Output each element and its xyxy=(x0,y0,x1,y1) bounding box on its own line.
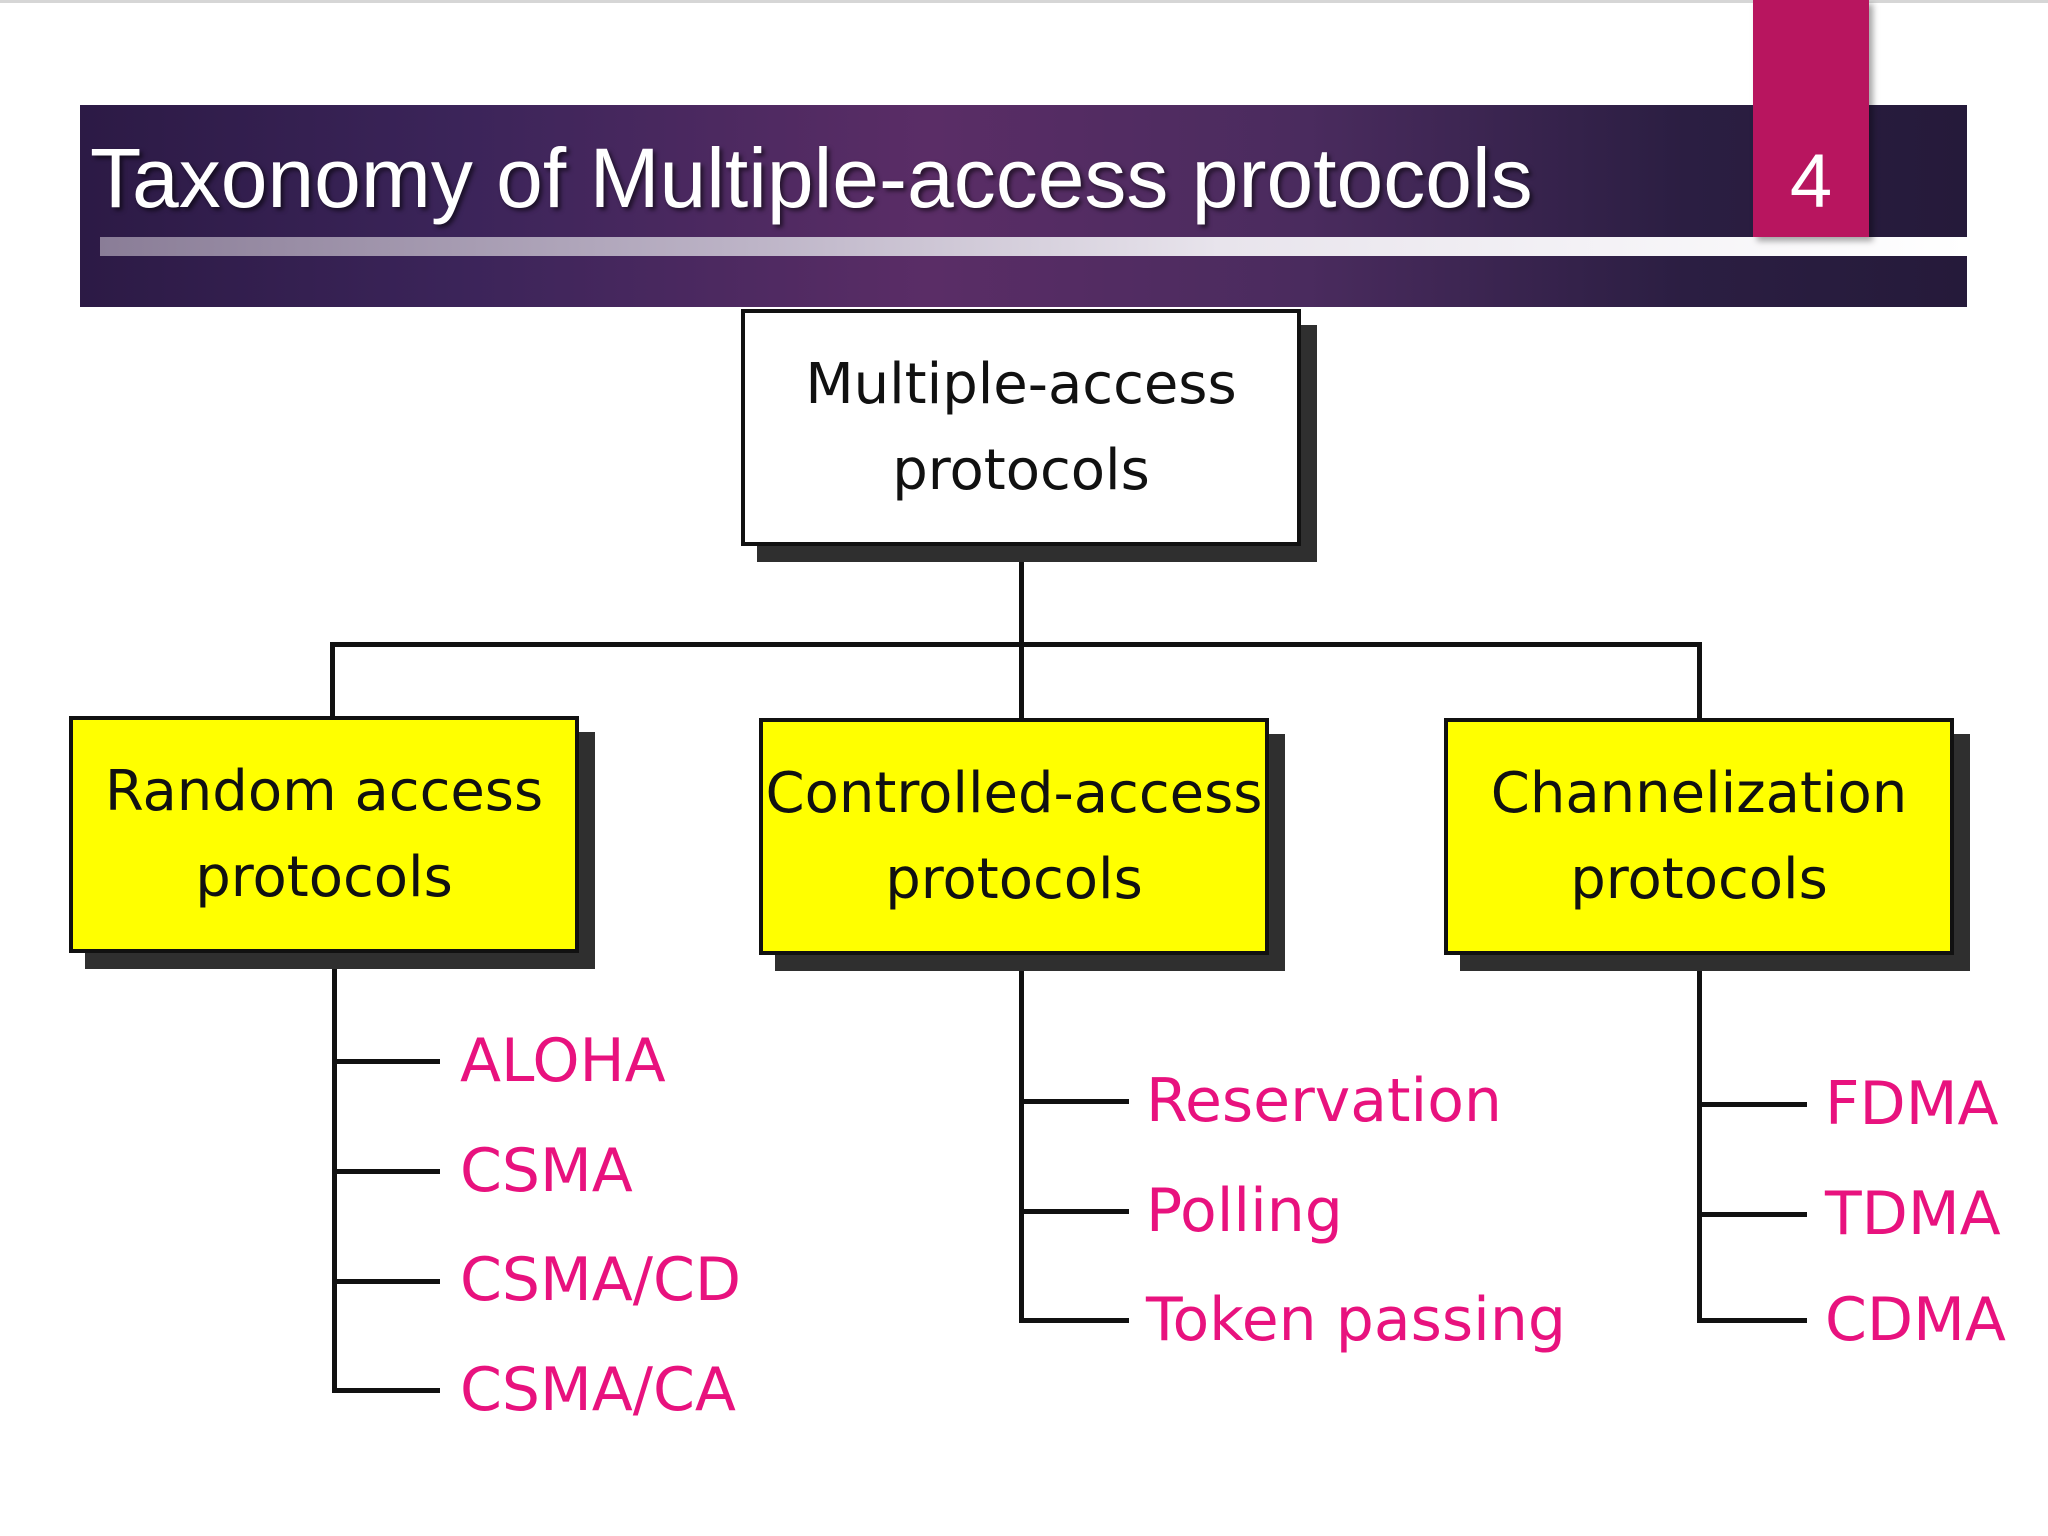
channel-branch-3 xyxy=(1697,1318,1807,1323)
leaf-fdma: FDMA xyxy=(1825,1069,1999,1139)
random-drop-line xyxy=(330,642,335,716)
leaf-aloha: ALOHA xyxy=(460,1026,666,1096)
channel-branch-2 xyxy=(1697,1212,1807,1217)
leaf-tdma: TDMA xyxy=(1825,1179,2001,1249)
leaf-reservation: Reservation xyxy=(1146,1066,1502,1136)
controlled-branch-1 xyxy=(1019,1099,1129,1104)
horizontal-bus-line xyxy=(330,642,1702,647)
slide-title: Taxonomy of Multiple-access protocols xyxy=(90,131,1533,225)
controlled-leaf-spine xyxy=(1019,955,1024,1323)
leaf-csma-ca: CSMA/CA xyxy=(460,1355,736,1425)
leaf-csma: CSMA xyxy=(460,1136,633,1206)
controlled-access-label: Controlled-access protocols xyxy=(765,760,1263,912)
page-number-tab xyxy=(1753,0,1869,237)
random-branch-1 xyxy=(332,1059,440,1064)
top-rule xyxy=(0,0,2048,3)
title-underline-stripe xyxy=(100,237,1967,256)
controlled-access-node: Controlled-access protocols xyxy=(759,718,1269,955)
channelization-node: Channelization protocols xyxy=(1444,718,1954,955)
leaf-csma-cd: CSMA/CD xyxy=(460,1245,742,1315)
leaf-token-passing: Token passing xyxy=(1146,1285,1566,1355)
random-access-node: Random access protocols xyxy=(69,716,579,953)
random-branch-3 xyxy=(332,1279,440,1284)
random-branch-4 xyxy=(332,1388,440,1393)
page-number: 4 xyxy=(1789,139,1833,224)
controlled-branch-3 xyxy=(1019,1318,1129,1323)
channel-leaf-spine xyxy=(1697,955,1702,1323)
channelization-label: Channelization protocols xyxy=(1490,760,1908,912)
controlled-branch-2 xyxy=(1019,1209,1129,1214)
root-node: Multiple-access protocols xyxy=(741,309,1301,546)
leaf-polling: Polling xyxy=(1146,1176,1343,1246)
channel-drop-line xyxy=(1697,642,1702,718)
leaf-cdma: CDMA xyxy=(1825,1285,2006,1355)
controlled-drop-line xyxy=(1019,642,1024,718)
random-branch-2 xyxy=(332,1169,440,1174)
channel-branch-1 xyxy=(1697,1102,1807,1107)
root-stem-line xyxy=(1019,546,1024,648)
random-access-label: Random access protocols xyxy=(104,758,544,910)
title-bar xyxy=(80,105,1967,307)
root-node-label: Multiple-access protocols xyxy=(805,351,1237,503)
